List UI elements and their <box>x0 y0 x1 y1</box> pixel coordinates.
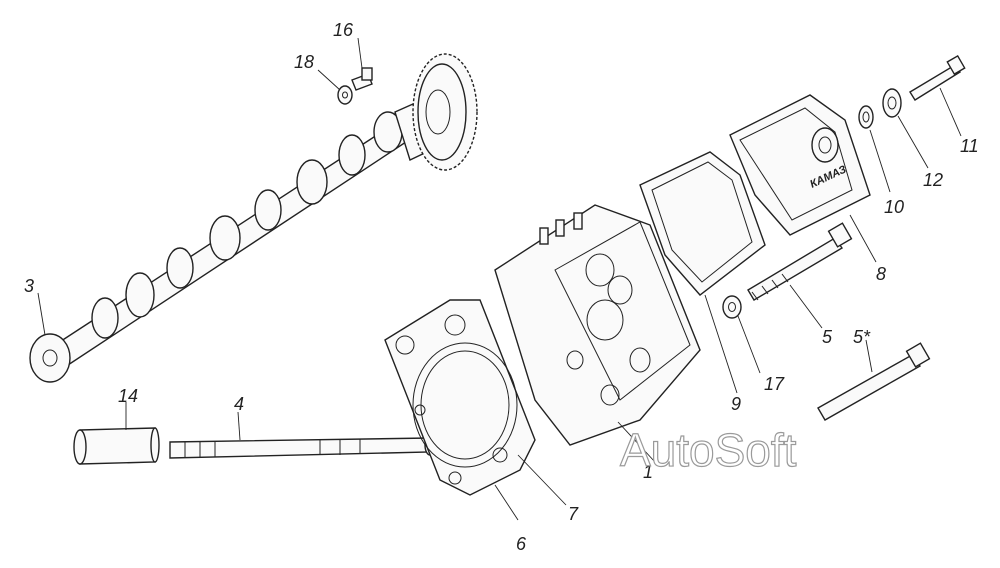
camshaft <box>29 53 478 383</box>
callout-6: 6 <box>516 534 527 554</box>
callout-10: 10 <box>884 197 904 217</box>
gear-washer <box>337 85 353 105</box>
callout-17: 17 <box>764 374 785 394</box>
callout-18: 18 <box>294 52 314 72</box>
head-bolt-alt <box>817 342 931 421</box>
gear-bolt <box>351 67 373 91</box>
callout-9: 9 <box>731 394 741 414</box>
callout-16: 16 <box>333 20 354 40</box>
callout-5: 5 <box>822 327 833 347</box>
watermark: AutoSoft <box>620 424 797 476</box>
callout-12: 12 <box>923 170 943 190</box>
cover-bolt <box>909 54 966 101</box>
pushrod <box>169 434 436 459</box>
callout-7: 7 <box>568 504 579 524</box>
callout-3: 3 <box>24 276 34 296</box>
leader-lines <box>37 37 962 521</box>
head-gasket <box>384 299 536 496</box>
callout-1: 1 <box>643 462 653 482</box>
callout-11: 11 <box>960 136 979 156</box>
callout-8: 8 <box>876 264 886 284</box>
cylinder-head <box>494 204 701 446</box>
seal-ring <box>858 105 874 129</box>
callout-4: 4 <box>234 394 244 414</box>
bolt-washer <box>722 295 742 319</box>
head-cover: КАМАЗ <box>729 94 871 236</box>
head-bolt <box>747 222 853 301</box>
tappet <box>73 427 160 465</box>
cover-washer <box>882 88 902 118</box>
callout-labels: 16 18 3 14 4 1 6 7 9 17 5 5* 8 10 12 11 <box>24 20 979 554</box>
callout-14: 14 <box>118 386 138 406</box>
cover-gasket <box>639 151 766 296</box>
callout-5-star: 5* <box>853 327 871 347</box>
